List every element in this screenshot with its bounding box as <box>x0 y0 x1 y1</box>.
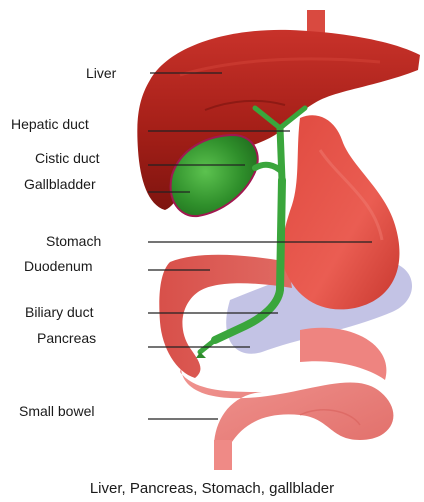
label-small-bowel: Small bowel <box>19 404 94 418</box>
label-hepatic-duct: Hepatic duct <box>11 117 89 131</box>
label-biliary-duct: Biliary duct <box>25 305 93 319</box>
label-gallbladder: Gallbladder <box>24 177 96 191</box>
label-duodenum: Duodenum <box>24 259 93 273</box>
figure-caption: Liver, Pancreas, Stomach, gallblader <box>0 481 424 496</box>
label-pancreas: Pancreas <box>37 331 96 345</box>
label-stomach: Stomach <box>46 234 101 248</box>
small-bowel <box>180 328 393 470</box>
label-cistic-duct: Cistic duct <box>35 151 100 165</box>
label-liver: Liver <box>86 66 116 80</box>
stomach <box>282 115 399 309</box>
